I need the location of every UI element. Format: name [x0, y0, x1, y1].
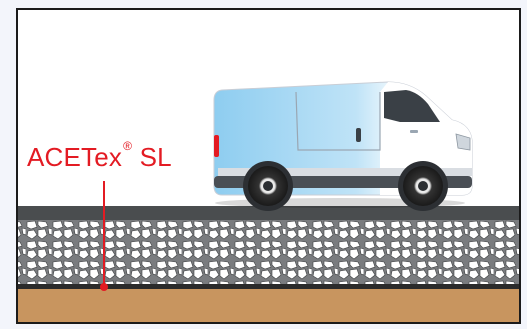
subgrade-layer — [18, 288, 519, 322]
product-name: ACETex — [27, 142, 122, 172]
geotextile-layer — [18, 284, 519, 289]
aggregate-layer — [18, 219, 519, 284]
product-suffix: SL — [140, 142, 172, 172]
leader-dot — [100, 283, 108, 291]
delivery-van — [214, 82, 472, 211]
product-label: ACETex® SL — [27, 142, 172, 173]
trademark-symbol: ® — [123, 139, 132, 153]
